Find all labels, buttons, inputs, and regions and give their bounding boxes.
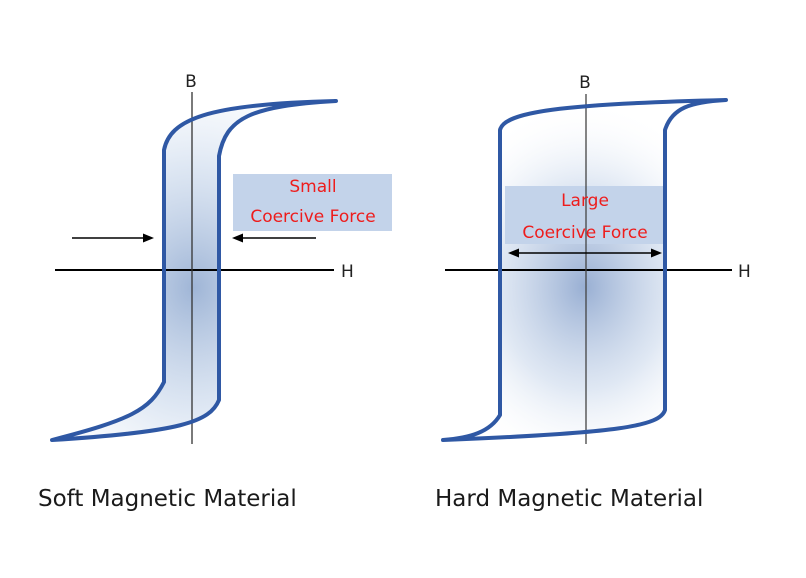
hard-b-label: B (579, 73, 591, 93)
soft-h-label: H (341, 262, 354, 282)
soft-panel: B H Small Coercive Force (50, 72, 392, 444)
hard-annotation-line1: Large (561, 191, 609, 211)
soft-b-label: B (185, 72, 197, 92)
soft-right-arrow (232, 233, 316, 243)
hard-annotation-box (505, 186, 665, 244)
soft-hysteresis-loop (50, 99, 338, 442)
hard-annotation-line2: Coercive Force (522, 223, 647, 243)
hard-panel: B H Large Coercive Force (441, 73, 751, 444)
soft-caption: Soft Magnetic Material (38, 486, 297, 512)
hard-hysteresis-loop (441, 98, 728, 442)
hard-caption: Hard Magnetic Material (435, 486, 704, 512)
hard-h-label: H (738, 262, 751, 282)
soft-annotation-box (233, 174, 392, 231)
soft-annotation-line1: Small (289, 177, 336, 197)
soft-annotation-line2: Coercive Force (250, 207, 375, 227)
soft-left-arrow (72, 233, 154, 243)
hard-coercive-double-arrow (508, 248, 662, 258)
